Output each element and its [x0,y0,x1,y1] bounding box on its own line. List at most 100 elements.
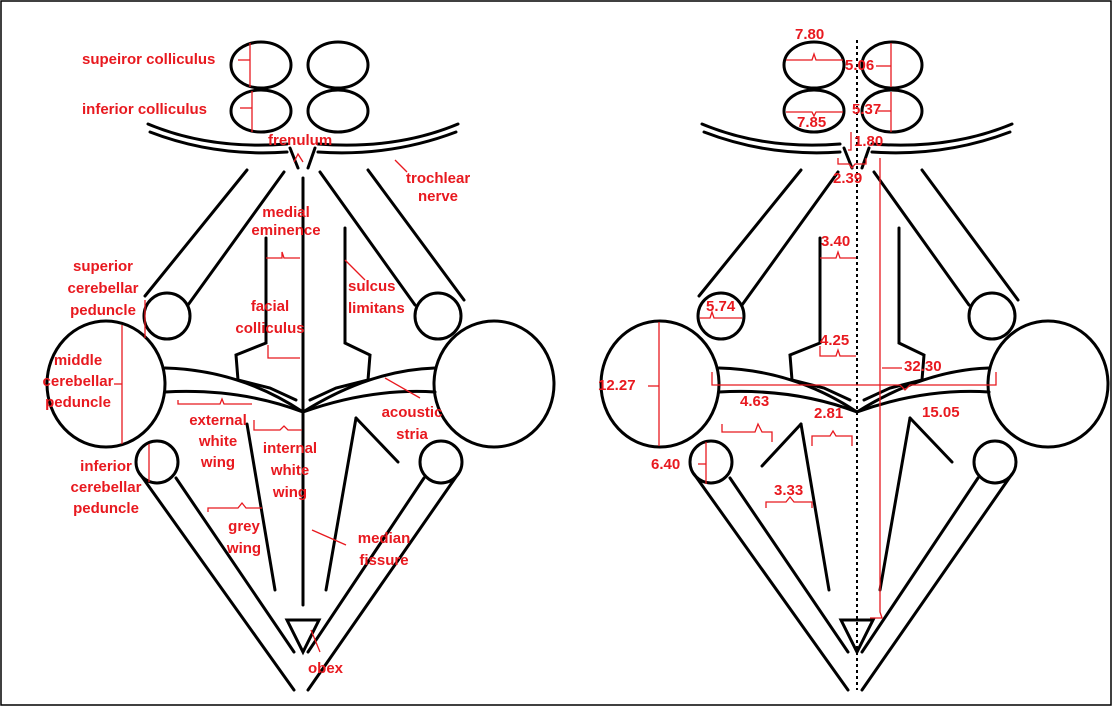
right-medial-eminence-l [788,236,852,402]
label-sulcus-limitans-line2: limitans [348,300,405,317]
right-icp-inner-r [860,476,980,654]
right-icp-circle-l [688,439,734,485]
right-stria-top-l [717,366,859,414]
value-frenulum-length: 1.80 [854,133,884,150]
right-vagal-r [908,416,954,464]
right-vagal-l [760,422,803,468]
label-scp-line3: peduncle [70,302,136,319]
label-mcp-line1: middle [53,352,103,369]
left-icp-outer-l [138,472,296,692]
left-vagal-r [354,416,400,464]
left-icp-circle-r [418,439,464,485]
right-stria-bot-r [855,389,991,414]
right-icp-circle-r [972,439,1018,485]
left-annotation-marks [114,43,421,653]
mark-obex-arrow [310,629,321,653]
label-superior-cerebellar-peduncle: superior cerebellar peduncle [48,258,158,320]
label-obex: obex [308,660,344,677]
right-trochlear-arc-l2 [702,130,842,155]
label-inferior-colliculus: inferior colliculus [82,101,208,118]
label-scp-line1: superior [72,258,133,275]
label-iww-line3: wing [272,484,308,501]
label-eww-line1: external [189,412,247,429]
label-icp-line1: inferior [80,458,132,475]
right-trochlear-arc-l1 [700,122,842,147]
left-grey-wing-r [324,416,358,592]
label-facial-colliculus: facial colliculus [230,298,310,338]
mark-facial-colliculus [267,345,300,359]
label-medial-eminence-line1: medial [262,204,310,221]
mark-internal-white-wing [253,420,302,431]
right-trochlear-arc-r1 [870,122,1014,147]
left-medial-eminence-r [308,226,372,402]
left-scp-outer-r [366,168,466,302]
value-frenulum-width: 2.39 [833,170,863,187]
value-acoustic-stria-length: 15.05 [922,404,960,421]
right-anatomy-drawing [599,40,1110,692]
value-grey-wing: 3.33 [774,482,804,499]
left-obex-triangle [284,618,322,656]
label-grey-wing-line2: wing [226,540,262,557]
left-scp-inner-l [186,170,286,307]
value-internal-white-wing: 2.81 [814,405,844,422]
label-sulcus-limitans-line1: sulcus [348,278,396,295]
left-trochlear-arc-l2 [148,130,289,155]
right-medial-eminence-r [862,226,926,402]
label-internal-white-wing: internal white wing [252,440,328,502]
left-inf-colliculus-a [229,88,293,134]
left-grey-wing-l [245,422,277,592]
mark-m-scp [700,309,742,319]
mark-m-internal-white-wing [811,429,853,446]
right-scp-inner-r [872,170,971,307]
right-frenulum-l [842,146,854,170]
mark-external-white-wing [177,397,252,405]
right-scp-circle-r [967,291,1017,341]
label-inferior-cerebellar-peduncle: inferior cerebellar peduncle [56,458,156,518]
right-scp-circle-l [696,291,746,341]
label-sulcus-limitans: sulcus limitans [348,278,405,318]
label-trochlear-nerve-line2: nerve [418,188,459,205]
left-scp-circle-r [413,291,463,341]
mark-m-inf-colliculus-width [786,111,843,118]
right-scp-outer-r [920,168,1020,302]
right-icp-inner-l [728,476,850,654]
right-scp-inner-l [740,170,840,307]
right-stria-top-r [855,366,991,414]
value-medial-eminence-width: 3.40 [821,233,851,250]
left-frenulum-l [288,146,300,170]
left-stria-bot-l [163,389,305,414]
left-stria-top-r [301,366,437,414]
mark-medial-eminence [266,251,300,259]
label-medial-eminence: medial eminence [246,204,326,240]
label-trochlear-nerve: trochlear nerve [406,170,470,206]
value-sup-colliculus-width: 7.80 [795,26,825,43]
label-eww-line3: wing [200,454,236,471]
right-sup-colliculus-a [782,40,846,90]
left-stria-top-l [163,366,305,414]
right-icp-outer-r [860,472,1014,692]
label-trochlear-nerve-line1: trochlear [406,170,471,187]
right-mcp-r [986,319,1110,449]
left-icp-inner-r [306,476,426,654]
right-stria-bot-l [717,389,859,414]
left-medial-eminence-l [234,236,298,402]
label-icp-line3: peduncle [73,500,139,517]
left-scp-circle-l [142,291,192,341]
left-stria-bot-r [301,389,437,414]
mark-grey-wing [207,501,262,512]
label-iww-line1: internal [262,440,318,457]
label-facial-colliculus-line2: colliculus [235,320,305,337]
mark-sulcus-limitans-arrow [344,259,366,281]
right-trochlear-arc-r2 [870,130,1012,155]
label-median-fissure-line2: fissure [359,552,409,569]
left-icp-circle-l [134,439,180,485]
left-mcp-r [432,319,556,449]
label-acoustic-stria-line2: stria [396,426,428,443]
left-scp-inner-r [318,170,417,307]
label-external-white-wing: external white wing [176,412,260,472]
label-medial-eminence-line2: eminence [251,222,321,239]
mark-median-fissure-arrow [311,529,347,546]
mark-m-facial-colliculus [819,346,856,357]
